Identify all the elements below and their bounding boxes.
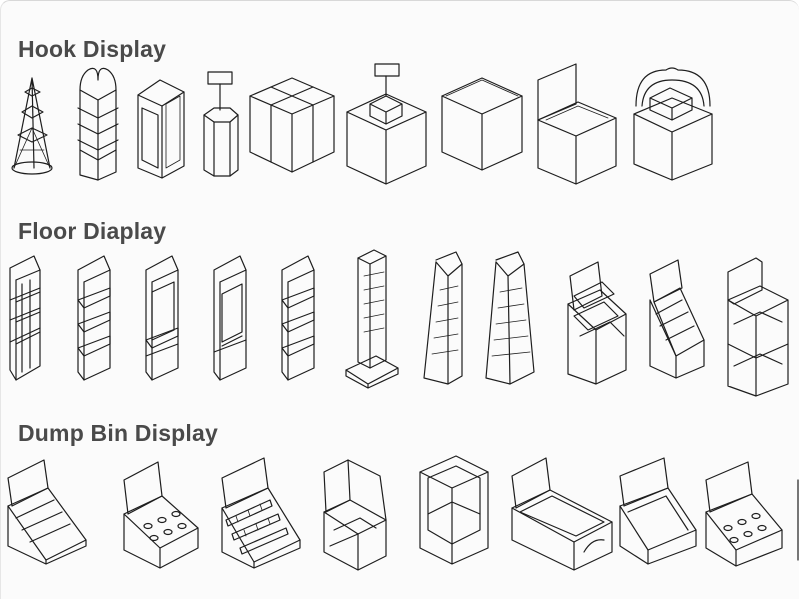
- dump-bin-angled-front[interactable]: [619, 457, 697, 565]
- section-title-hook: Hook Display: [18, 36, 167, 62]
- floor-display-shelf-stand-5[interactable]: [281, 255, 315, 381]
- floor-display-shelf-stand-1[interactable]: [9, 255, 41, 381]
- floor-display-shelf-stand-2[interactable]: [77, 255, 111, 381]
- floor-display-step-riser[interactable]: [567, 261, 627, 385]
- floor-display-peg-stand[interactable]: [345, 249, 399, 389]
- hook-display-plain-cube[interactable]: [441, 77, 523, 171]
- floor-display-shelf-stand-4[interactable]: [213, 255, 247, 381]
- dump-bin-header-holes[interactable]: [705, 461, 783, 567]
- hook-display-octagon-column[interactable]: [203, 71, 239, 177]
- hook-display-header-bin[interactable]: [537, 63, 617, 185]
- hook-display-sign-cube[interactable]: [346, 63, 427, 185]
- dump-bin-wide-tray[interactable]: [511, 457, 613, 571]
- floor-display-tapered-peg-tower-2[interactable]: [485, 251, 535, 385]
- dump-bin-hole-tray[interactable]: [123, 461, 199, 569]
- dump-bin-stepped-tray[interactable]: [7, 459, 87, 565]
- section-title-dump-bin: Dump Bin Display: [18, 420, 219, 446]
- floor-display-shelf-stand-3[interactable]: [145, 255, 179, 381]
- hook-display-quad-cube[interactable]: [249, 77, 335, 173]
- hook-display-heart-tower[interactable]: [77, 67, 119, 181]
- hook-display-open-box[interactable]: [137, 79, 185, 179]
- hook-display-cone-tree[interactable]: [11, 77, 53, 175]
- floor-display-two-tier-box[interactable]: [727, 257, 789, 397]
- hook-display-arch-bin[interactable]: [633, 67, 713, 181]
- dump-bin-shelf-insert[interactable]: [323, 459, 387, 571]
- floor-display-tapered-peg-tower-1[interactable]: [423, 251, 463, 385]
- dump-bin-tiered-compartments[interactable]: [221, 457, 301, 569]
- floor-display-angled-steps[interactable]: [649, 259, 705, 379]
- dump-bin-tall-shelf[interactable]: [419, 455, 489, 565]
- section-title-floor: Floor Diaplay: [18, 218, 167, 244]
